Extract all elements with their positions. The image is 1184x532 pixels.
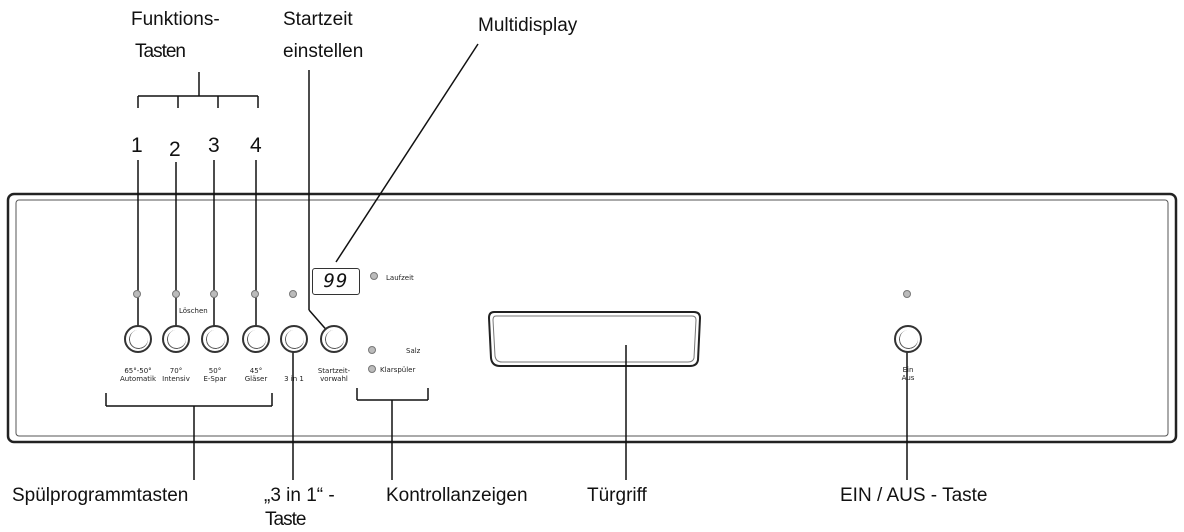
label-dreiineins-2: Taste [265,509,306,530]
dreiineins-caption: 3 in 1 [284,375,304,383]
program-led-2 [172,290,180,298]
multidisplay-screen: 99 [312,268,360,295]
program-button-1[interactable] [124,325,152,353]
label-multidisplay: Multidisplay [478,15,578,36]
program-3-caption: 50° E-Spar [197,367,233,383]
dreiineins-button[interactable] [280,325,308,353]
program-4-name: Gläser [244,375,268,383]
label-startzeit-1: Startzeit [283,9,353,30]
salz-led [368,346,376,354]
program-button-4[interactable] [242,325,270,353]
program-led-1 [133,290,141,298]
power-caption-ein: Ein [902,366,914,374]
power-caption: Ein Aus [894,366,922,382]
label-funktionstasten-1: Funktions- [131,9,220,30]
power-led [903,290,911,298]
laufzeit-led [370,272,378,280]
power-caption-aus: Aus [901,374,915,382]
door-handle [487,311,702,367]
power-button[interactable] [894,325,922,353]
program-3-name: E-Spar [203,375,227,383]
klarspueler-led [368,365,376,373]
program-led-4 [251,290,259,298]
salz-label: Salz [406,347,421,355]
label-einaus: EIN / AUS - Taste [840,485,988,506]
program-1-caption: 65°-50° Automatik [112,367,164,383]
program-2-name: Intensiv [162,375,190,383]
startzeit-caption-1: Startzeit- [317,367,351,375]
number-1: 1 [131,134,143,157]
program-button-2[interactable] [162,325,190,353]
label-dreiineins-1: „3 in 1“ - [264,485,335,506]
number-4: 4 [250,134,262,157]
startzeit-button[interactable] [320,325,348,353]
loeschen-label: Löschen [179,307,208,315]
program-led-3 [210,290,218,298]
program-2-temp: 70° [169,367,183,375]
laufzeit-label: Laufzeit [386,274,414,282]
startzeit-caption: Startzeit- vorwahl [314,367,354,383]
program-1-name: Automatik [119,375,157,383]
label-funktionstasten-2: Tasten [135,41,186,62]
label-startzeit-2: einstellen [283,41,364,62]
program-2-caption: 70° Intensiv [158,367,194,383]
program-3-temp: 50° [208,367,222,375]
program-4-temp: 45° [249,367,263,375]
number-3: 3 [208,134,220,157]
program-4-caption: 45° Gläser [238,367,274,383]
dreiineins-led [289,290,297,298]
klarspueler-label: Klarspüler [380,366,416,374]
startzeit-caption-2: vorwahl [320,375,348,383]
number-2: 2 [169,138,181,161]
program-1-temp: 65°-50° [124,367,152,375]
program-button-3[interactable] [201,325,229,353]
label-tuergriff: Türgriff [587,485,647,506]
panel-inner-frame [15,199,1169,437]
label-spuelprogrammtasten: Spülprogrammtasten [12,485,189,506]
panel-outer-frame [6,192,1178,444]
label-kontrollanzeigen: Kontrollanzeigen [386,485,528,506]
